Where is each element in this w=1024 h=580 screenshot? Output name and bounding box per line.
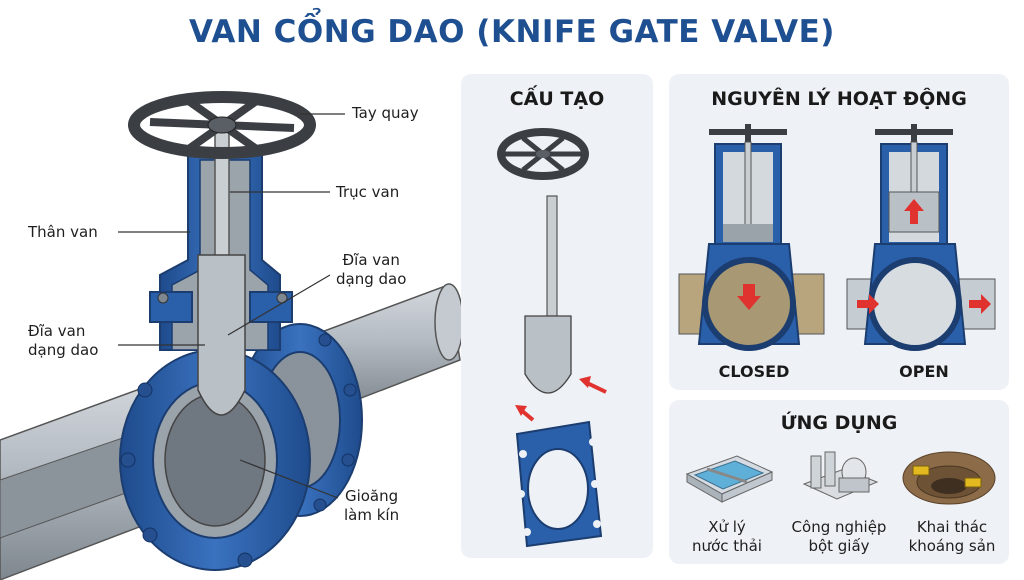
label-handwheel: Tay quay: [352, 104, 419, 122]
handwheel-part: [497, 128, 589, 180]
label-seal: Gioăng làm kín: [344, 487, 400, 524]
principle-panel: NGUYÊN LÝ HOẠT ĐỘNG: [669, 74, 1009, 390]
app-caption-pulp: Công nghiệp bột giấy: [791, 518, 887, 555]
blade-part: [524, 315, 572, 394]
closed-label: CLOSED: [718, 362, 790, 381]
body-part: [515, 420, 603, 548]
main-valve-illustration: [0, 91, 464, 580]
label-body: Thân van: [28, 223, 98, 241]
applications-panel: ỨNG DỤNG Xử lý nước thải Công nghiệp bột…: [669, 400, 1009, 564]
open-valve-diagram: [846, 124, 996, 351]
principle-title: NGUYÊN LÝ HOẠT ĐỘNG: [711, 88, 967, 110]
exploded-view-illustration: [497, 128, 607, 548]
operation-diagrams: [678, 124, 996, 351]
closed-valve-diagram: [678, 124, 825, 351]
leader-lines: [118, 113, 345, 499]
stem-part: [546, 195, 558, 317]
knife-blade: [197, 254, 246, 416]
mining-icon: [902, 451, 996, 505]
app-caption-mining: Khai thác khoáng sản: [908, 518, 996, 555]
label-blade-left: Đĩa van dạng dao: [28, 322, 99, 359]
page-title: VAN CỔNG DAO (KNIFE GATE VALVE): [189, 14, 835, 50]
handwheel-main: [128, 91, 316, 159]
label-blade-right: Đĩa van dạng dao: [336, 251, 407, 288]
applications-title: ỨNG DỤNG: [780, 412, 898, 434]
valve-body-cutaway: [119, 349, 311, 571]
app-caption-water: Xử lý nước thải: [692, 518, 762, 555]
label-stem: Trục van: [336, 183, 400, 201]
pulp-factory-icon: [802, 451, 879, 500]
water-treatment-icon: [685, 455, 774, 503]
structure-panel: CẤU TẠO: [461, 74, 653, 558]
open-label: OPEN: [899, 362, 949, 381]
structure-title: CẤU TẠO: [509, 88, 605, 110]
valve-stem: [214, 119, 230, 271]
